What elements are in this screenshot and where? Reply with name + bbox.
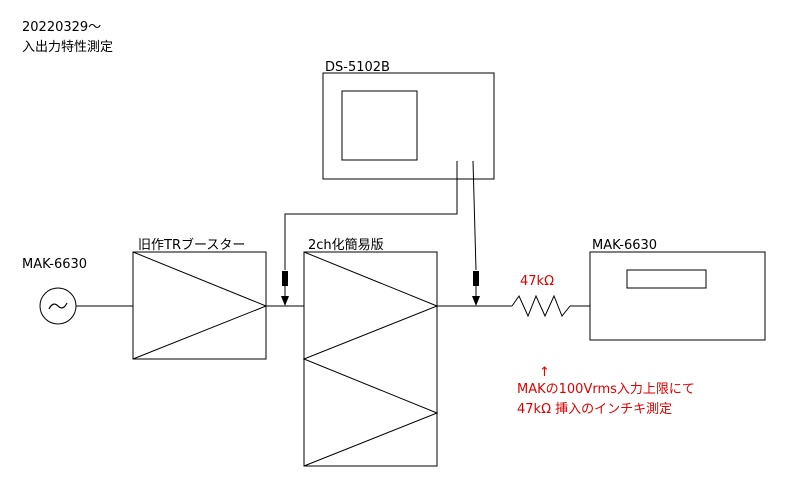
resistor-label: 47kΩ [520,274,554,289]
amplifier-box [303,251,438,467]
probe-line-ch1 [284,161,458,270]
probe-arrowhead-ch2 [472,296,480,306]
booster-amp-symbol [132,251,268,360]
note-arrow: ↑ [539,365,550,380]
booster-label: 旧作TRブースター [138,237,245,253]
probe-arrowhead-ch1 [281,296,289,306]
amplifier-label: 2ch化簡易版 [308,238,384,253]
amplifier-amp-symbols [302,251,439,467]
booster-box [132,251,267,360]
meter-label: MAK-6630 [592,238,657,253]
note-line1: MAKの100Vrms入力上限にて [517,382,695,397]
oscilloscope-label: DS-5102B [325,60,390,75]
probe-tip-ch1 [282,271,288,286]
generator-label: MAK-6630 [22,257,87,272]
oscilloscope-body [322,72,495,180]
meter-body [589,251,766,341]
probe-tip-ch2 [473,271,479,286]
note-line2: 47kΩ 挿入のインチキ測定 [517,402,672,417]
header-date: 20220329～ [22,20,101,35]
oscilloscope-screen [341,90,418,161]
meter-display [626,269,707,289]
sine-wave-icon [48,302,68,310]
resistor-symbol [511,294,571,318]
probe-line-ch2 [472,160,477,271]
header-title: 入出力特性測定 [22,40,113,55]
